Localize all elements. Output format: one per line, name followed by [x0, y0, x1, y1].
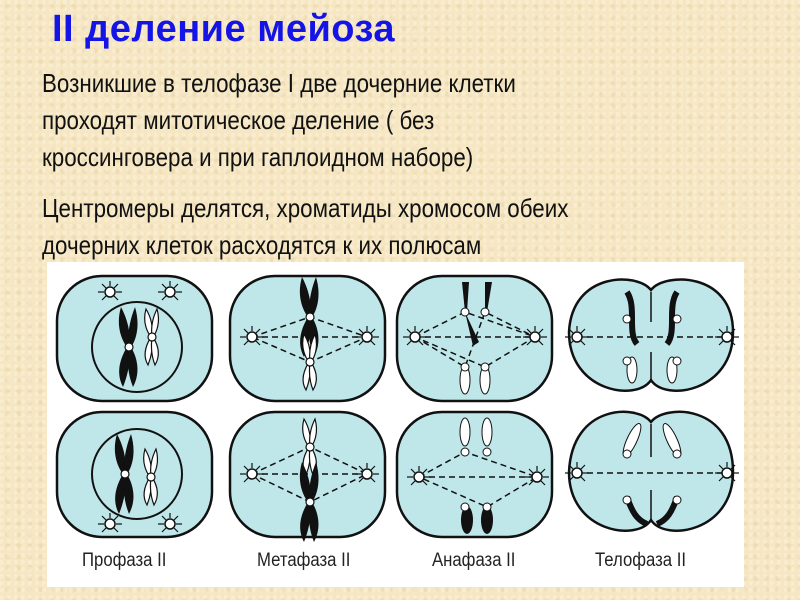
prophase-top-cell [55, 274, 214, 403]
anaphase-bottom-cell [395, 410, 554, 539]
telophase-top-cells [564, 278, 740, 392]
stage-label-telophase: Телофаза II [595, 550, 687, 571]
meiosis-ii-diagram: Профаза II Метафаза II Анафаза II Телофа… [47, 262, 744, 587]
text-line: проходят митотическое деление ( без [42, 105, 435, 135]
stage-labels: Профаза II Метафаза II Анафаза II Телофа… [47, 550, 744, 580]
telophase-bottom-cells [564, 410, 740, 532]
text-line: кроссинговера и при гаплоидном наборе) [42, 142, 474, 172]
paragraph-centromere-description: Центромеры делятся, хроматиды хромосом о… [42, 190, 568, 264]
text-line: Возникшие в телофазе I две дочерние клет… [42, 68, 516, 98]
prophase-bottom-cell [55, 410, 214, 539]
paragraph-telophase-description: Возникшие в телофазе I две дочерние клет… [42, 65, 516, 176]
anaphase-top-cell [395, 274, 554, 403]
metaphase-top-cell [228, 274, 387, 403]
stage-label-anaphase: Анафаза II [432, 550, 516, 571]
meiosis-cells-illustration [55, 274, 740, 543]
stage-label-prophase: Профаза II [82, 550, 167, 571]
text-line: дочерних клеток расходятся к их полюсам [42, 230, 482, 260]
text-line: Центромеры делятся, хроматиды хромосом о… [42, 193, 569, 223]
slide-title: II деление мейоза [52, 8, 396, 50]
metaphase-bottom-cell [228, 410, 387, 543]
stage-label-metaphase: Метафаза II [257, 550, 351, 571]
